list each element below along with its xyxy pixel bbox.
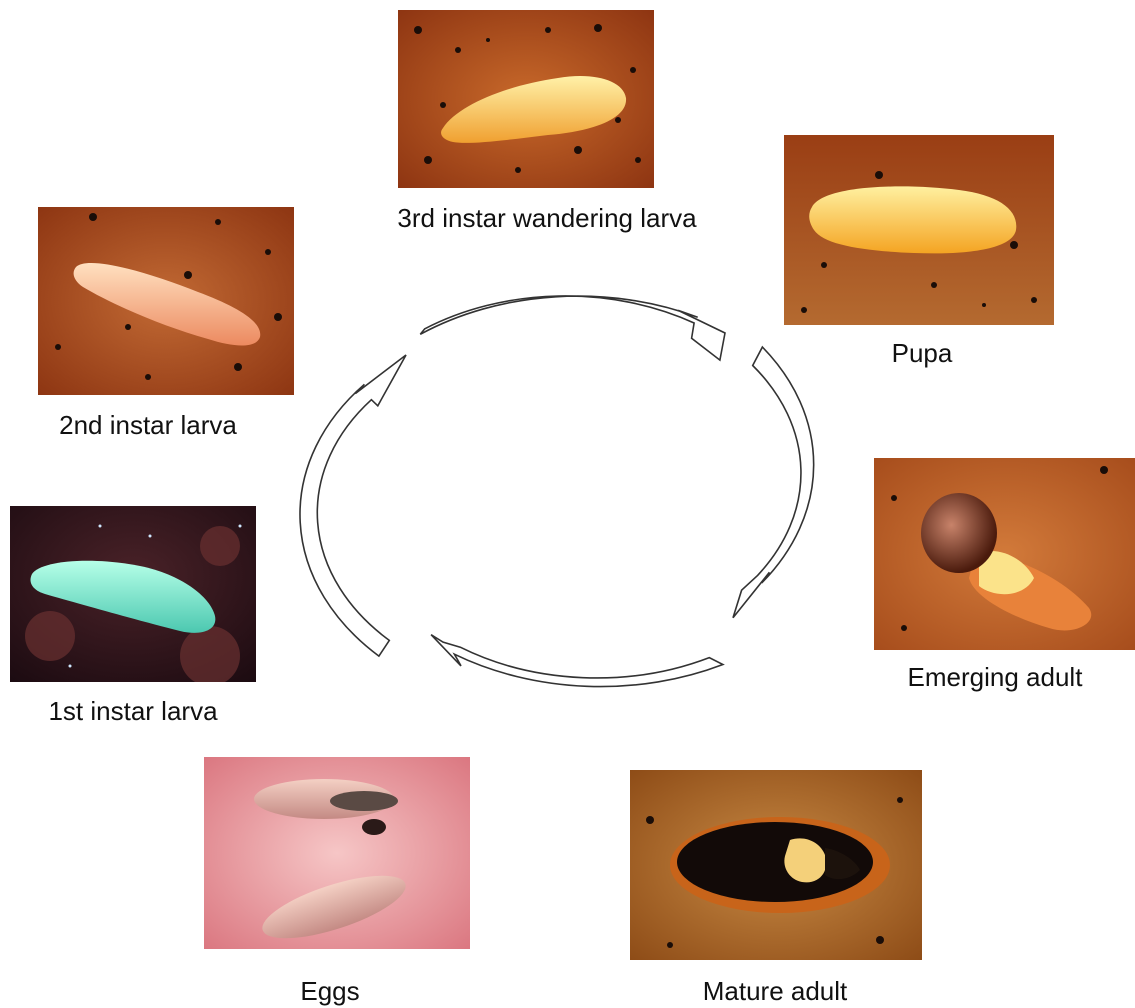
arrow-eggs-to-first: [300, 355, 406, 656]
arrow-third-to-pupa: [420, 296, 725, 360]
arrow-emerging-to-mature: [431, 635, 723, 687]
arrow-pupa-to-emerging: [733, 347, 814, 618]
